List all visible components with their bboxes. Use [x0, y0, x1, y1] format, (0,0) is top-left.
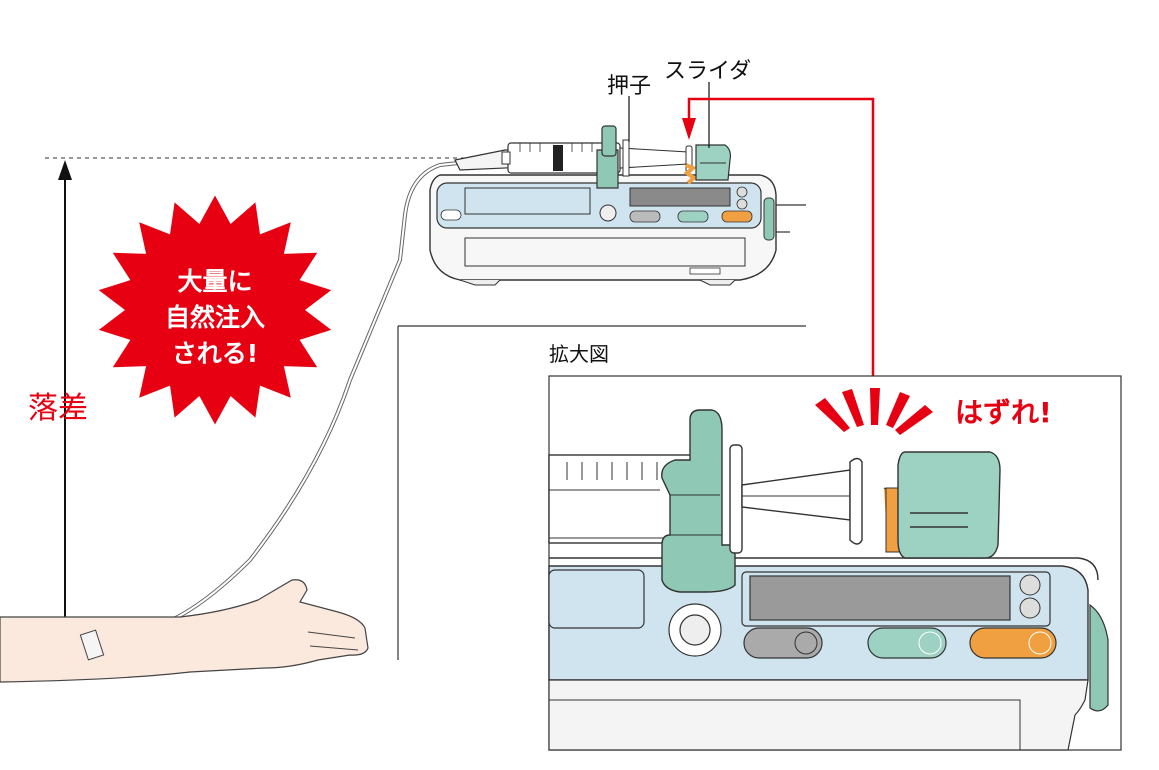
slider-label: スライダ — [664, 59, 751, 84]
height-difference-label: 落差 — [28, 391, 88, 426]
magnified-view-label: 拡大図 — [549, 342, 609, 366]
callout-line — [687, 97, 875, 380]
tape — [79, 629, 105, 661]
plunger — [619, 147, 689, 169]
plunger-label: 押子 — [607, 74, 651, 99]
burst-line-1: 大量に — [177, 267, 252, 296]
syringe-pump — [429, 125, 806, 286]
burst-line-2: 自然注入 — [165, 303, 265, 332]
callout-arrowhead — [682, 118, 696, 140]
patient-arm — [0, 579, 369, 683]
starburst-icon: 大量に 自然注入 される! — [98, 195, 332, 425]
magnified-pump — [548, 409, 1109, 751]
detached-label: はずれ! — [955, 396, 1052, 429]
burst-line-3: される! — [172, 339, 258, 368]
alarm-lines-icon — [815, 388, 933, 435]
